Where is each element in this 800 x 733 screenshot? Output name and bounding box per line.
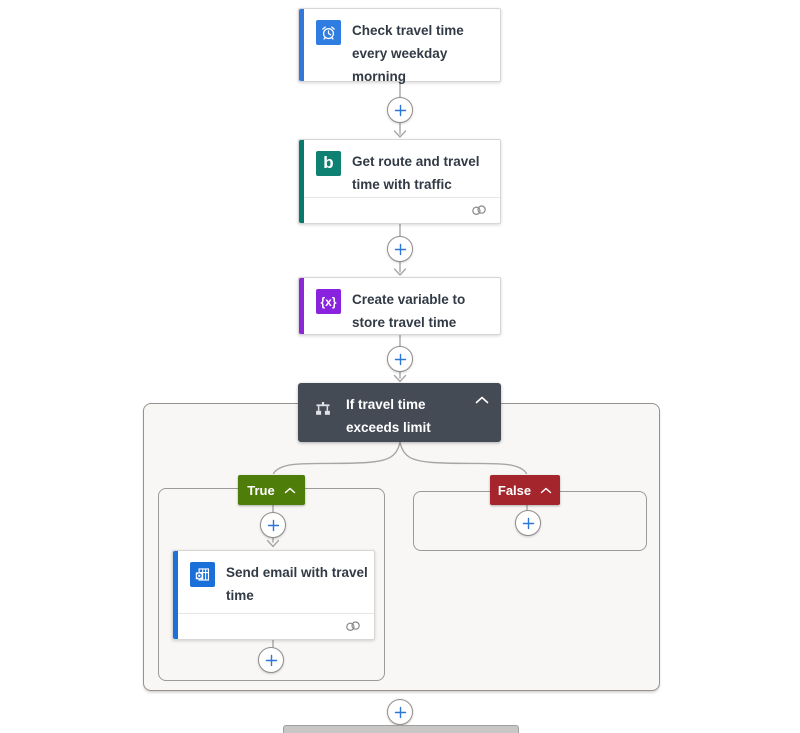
create-variable-title: Create variable to store travel time [352,292,466,330]
plus-icon [394,243,406,255]
insert-step-button-true-branch[interactable] [260,512,286,538]
insert-step-button-1[interactable] [387,97,413,123]
false-label: False [497,482,532,498]
create-variable-accent-bar [299,278,304,334]
condition-icon [316,402,330,415]
false-branch-badge[interactable]: False [490,475,560,505]
trigger-title: Check travel time every weekday morning [352,23,464,84]
insert-step-button-after-condition[interactable] [387,699,413,725]
collapse-chevron-icon[interactable] [284,487,296,494]
insert-step-button-3[interactable] [387,346,413,372]
send-email-accent-bar [173,551,178,639]
plus-icon [394,104,406,116]
connection-icon [472,205,486,216]
collapse-chevron-icon[interactable] [475,396,489,404]
connection-icon [346,621,360,632]
card-footer [178,613,374,639]
condition-title: If travel time exceeds limit [346,397,431,435]
plus-icon [265,654,277,666]
alarm-clock-icon [316,20,341,45]
variable-icon: {x} [316,289,341,314]
trigger-card-check-travel-time[interactable]: Check travel time every weekday morning [298,8,501,84]
next-card-top-edge[interactable] [283,725,519,733]
plus-icon [267,519,279,531]
card-footer [304,197,500,223]
condition-card-if-travel-time[interactable]: If travel time exceeds limit [298,383,501,442]
trigger-accent-bar [299,9,304,81]
plus-icon [394,353,406,365]
plus-icon [394,706,406,718]
insert-step-button-2[interactable] [387,236,413,262]
true-branch-badge[interactable]: True [238,475,305,505]
action-card-create-variable[interactable]: {x} Create variable to store travel time [298,277,501,335]
action-card-get-route[interactable]: b Get route and travel time with traffic [298,139,501,224]
send-email-title: Send email with travel time [226,565,368,603]
get-route-accent-bar [299,140,304,223]
plus-icon [522,517,534,529]
collapse-chevron-icon[interactable] [540,487,552,494]
insert-step-button-true-branch-end[interactable] [258,647,284,673]
outlook-icon [190,562,215,587]
add-action-button-false-branch[interactable] [515,510,541,536]
condition-scope-container [143,403,660,691]
get-route-title: Get route and travel time with traffic [352,154,480,192]
true-label: True [247,482,275,498]
bing-maps-icon: b [316,151,341,176]
action-card-send-email[interactable]: Send email with travel time [172,550,375,640]
